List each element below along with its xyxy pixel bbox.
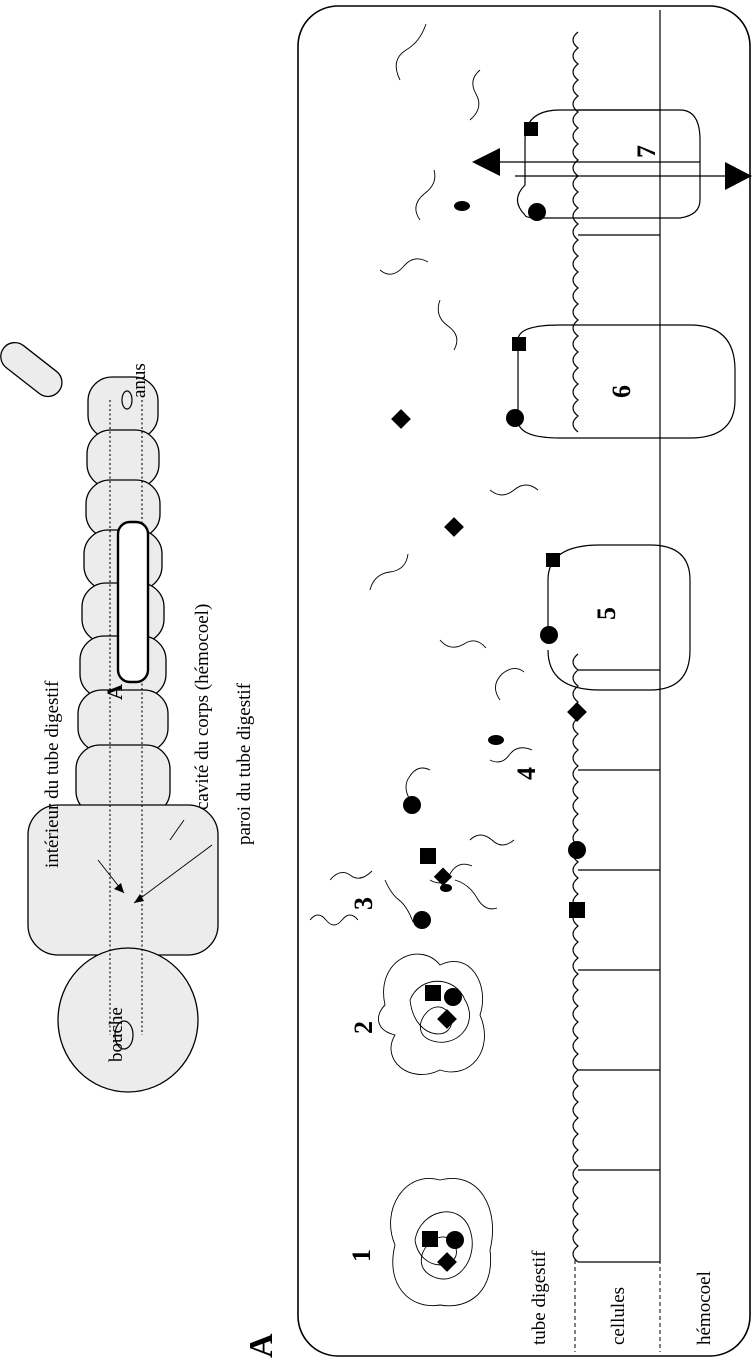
larva-siphon	[0, 341, 63, 398]
gut-wall-label: paroi du tube digestif	[234, 682, 255, 845]
cell-step-6	[517, 324, 736, 439]
step-7-label: 7	[632, 145, 661, 158]
region-a-label: A	[102, 684, 127, 700]
anus-label: anus	[129, 363, 150, 398]
hemocoel-compartment-label: hémocoel	[694, 1271, 715, 1345]
fragments-step-3	[309, 848, 498, 929]
step-1-label: 1	[347, 1249, 376, 1262]
interior-label: intérieur du tube digestif	[42, 680, 63, 868]
step-3-label: 3	[349, 897, 378, 910]
step-4-label: 4	[512, 767, 541, 780]
leader-interior-arrowhead	[114, 883, 124, 893]
leader-body-cavity	[169, 819, 185, 841]
leader-gut-wall-arrowhead	[134, 894, 144, 903]
cells-compartment-label: cellules	[608, 1287, 629, 1345]
leader-gut-wall	[133, 844, 213, 904]
larva-schematic: intérieur du tube digestif cavité du cor…	[0, 341, 255, 1093]
brush-border	[572, 31, 579, 1263]
figure-letter: A	[243, 1333, 280, 1358]
protein-aggregate-1	[390, 1178, 493, 1307]
fragments-upper	[369, 23, 539, 649]
step-2-label: 2	[349, 1021, 378, 1034]
larva-head	[57, 947, 199, 1093]
cell-step-5	[547, 544, 691, 691]
anus-opening	[121, 390, 133, 410]
fragments-step-4	[403, 668, 533, 846]
membrane-markers	[506, 122, 587, 918]
detail-panel: tube digestif cellules hémocoel	[297, 5, 752, 1357]
panel-frame	[297, 5, 751, 1357]
mouth-opening	[114, 1020, 134, 1050]
gut-compartment-label: tube digestif	[529, 1250, 550, 1345]
region-a-box	[116, 520, 150, 684]
mouth-label: bouche	[106, 1007, 127, 1062]
protein-aggregate-2	[378, 953, 485, 1075]
body-cavity-label: cavité du corps (hémocoel)	[192, 604, 213, 810]
step-6-label: 6	[607, 385, 636, 398]
transport-arrow-step-7	[472, 148, 752, 190]
step-5-label: 5	[592, 607, 621, 620]
